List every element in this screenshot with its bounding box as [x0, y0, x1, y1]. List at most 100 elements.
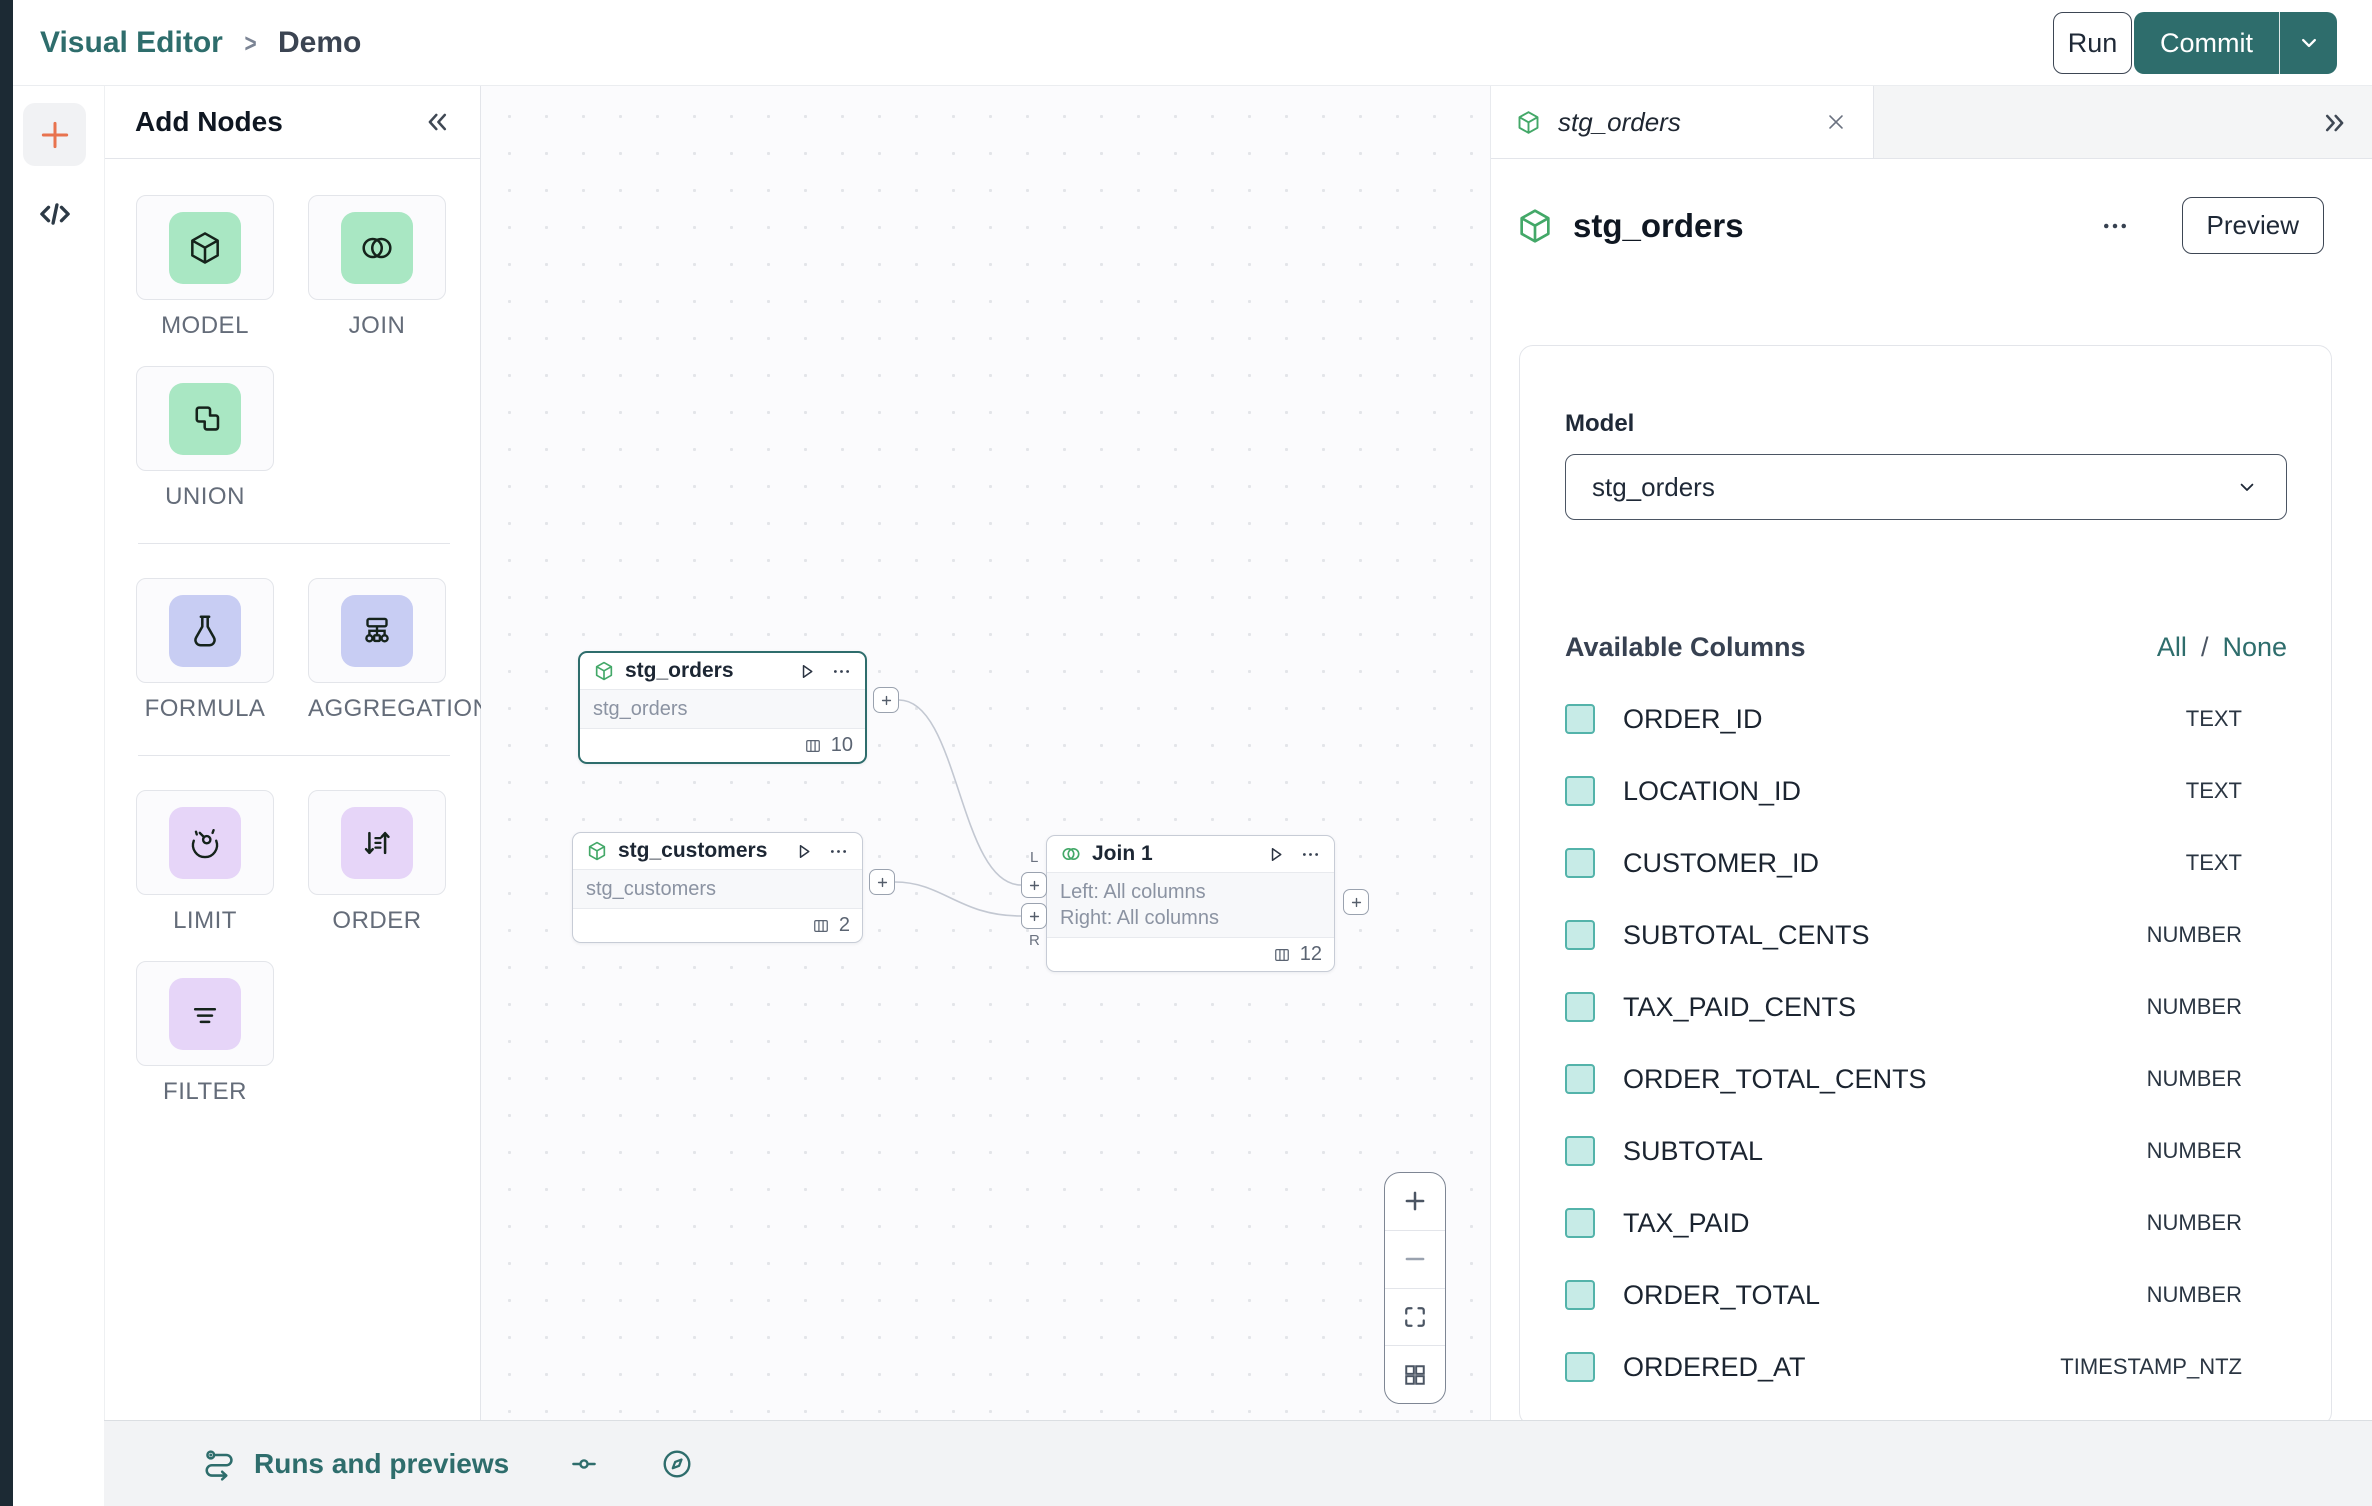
model-select-value: stg_orders — [1592, 471, 1715, 502]
column-checkbox[interactable] — [1565, 776, 1595, 806]
canvas-node-stg-orders[interactable]: stg_orders stg_orders 10 — [578, 651, 867, 764]
join-right-port-label: R — [1029, 932, 1040, 949]
ellipsis-icon — [1302, 852, 1319, 856]
join-right-input-port-button[interactable] — [1021, 903, 1047, 929]
layout-grid-button[interactable] — [1385, 1345, 1445, 1403]
code-view-button[interactable] — [23, 182, 86, 245]
union-shape-icon — [195, 405, 220, 431]
node-model-name: stg_orders — [580, 689, 865, 729]
node-type-label: ORDER — [332, 907, 422, 934]
node-type-order[interactable]: ORDER — [308, 790, 446, 935]
commit-button[interactable]: Commit — [2134, 12, 2280, 74]
tab-close-button[interactable] — [1823, 109, 1849, 135]
node-type-label: UNION — [165, 483, 245, 510]
column-type: NUMBER — [2146, 1282, 2242, 1307]
node-type-aggregation[interactable]: AGGREGATION — [308, 578, 490, 723]
collapse-panel-button[interactable] — [420, 105, 454, 139]
column-row: LOCATION_ID TEXT — [1565, 755, 2287, 827]
node-type-filter[interactable]: FILTER — [136, 961, 274, 1106]
stg-orders-output-port-button[interactable] — [873, 687, 899, 713]
column-row: SUBTOTAL NUMBER — [1565, 1115, 2287, 1187]
expand-panel-button[interactable] — [2318, 86, 2352, 159]
fit-view-icon — [1405, 1307, 1425, 1327]
run-button[interactable]: Run — [2053, 12, 2132, 74]
app-edge-strip — [0, 0, 13, 1506]
node-type-model[interactable]: MODEL — [136, 195, 274, 340]
node-menu-button[interactable] — [828, 841, 849, 862]
breadcrumb-visual-editor-link[interactable]: Visual Editor — [40, 26, 223, 59]
double-chevron-right-icon — [2325, 114, 2344, 131]
join-circles-icon — [1062, 847, 1080, 861]
compass-icon — [663, 1450, 691, 1477]
column-name: ORDER_ID — [1623, 703, 1763, 734]
columns-icon — [1274, 948, 1289, 961]
column-checkbox[interactable] — [1565, 992, 1595, 1022]
column-checkbox[interactable] — [1565, 1352, 1595, 1382]
flow-canvas[interactable]: stg_orders stg_orders 10 stg_customers s… — [481, 86, 1490, 1420]
node-type-limit[interactable]: LIMIT — [136, 790, 274, 935]
node-run-button[interactable] — [796, 661, 817, 682]
zoom-in-button[interactable] — [1385, 1173, 1445, 1230]
commit-node-button[interactable] — [567, 1447, 601, 1481]
plus-icon — [1351, 897, 1361, 907]
plus-icon — [881, 695, 891, 705]
column-type: NUMBER — [2146, 1138, 2242, 1163]
column-checkbox[interactable] — [1565, 1208, 1595, 1238]
column-checkbox[interactable] — [1565, 848, 1595, 878]
compass-button[interactable] — [659, 1446, 695, 1482]
stg-customers-output-port-button[interactable] — [869, 869, 895, 895]
panel-menu-button[interactable] — [2100, 211, 2130, 241]
commit-dropdown-button[interactable] — [2280, 12, 2337, 74]
panel-tab-strip: stg_orders — [1491, 86, 2372, 159]
node-run-button[interactable] — [1265, 844, 1286, 865]
column-row: ORDERED_AT TIMESTAMP_NTZ — [1565, 1331, 2287, 1403]
column-checkbox[interactable] — [1565, 1280, 1595, 1310]
column-list: ORDER_ID TEXT LOCATION_ID TEXT CUSTOMER_… — [1565, 683, 2287, 1403]
node-menu-button[interactable] — [831, 661, 852, 682]
cube-icon — [191, 231, 219, 264]
add-nodes-body: MODEL JOIN UNION FOR — [105, 159, 490, 1106]
join-output-port-button[interactable] — [1343, 889, 1369, 915]
add-nodes-panel-header: Add Nodes — [105, 86, 480, 159]
model-select-dropdown[interactable]: stg_orders — [1565, 454, 2287, 520]
column-checkbox[interactable] — [1565, 1064, 1595, 1094]
canvas-node-join-1[interactable]: Join 1 Left: All columns Right: All colu… — [1046, 835, 1335, 972]
join-left-input-port-button[interactable] — [1021, 872, 1047, 898]
model-config-card: Model stg_orders Available Columns All /… — [1519, 345, 2332, 1420]
node-type-formula[interactable]: FORMULA — [136, 578, 274, 723]
node-run-button[interactable] — [793, 841, 814, 862]
fit-view-button[interactable] — [1385, 1287, 1445, 1346]
node-title: stg_customers — [618, 839, 768, 862]
column-row: ORDER_TOTAL_CENTS NUMBER — [1565, 1043, 2287, 1115]
gauge-icon — [191, 828, 219, 858]
preview-button[interactable]: Preview — [2181, 197, 2324, 254]
column-checkbox[interactable] — [1565, 920, 1595, 950]
tab-label: stg_orders — [1558, 106, 1681, 137]
node-model-name: stg_customers — [573, 869, 862, 909]
node-menu-button[interactable] — [1300, 844, 1321, 865]
add-node-rail-button[interactable] — [23, 103, 86, 166]
column-checkbox[interactable] — [1565, 1136, 1595, 1166]
cube-icon — [588, 841, 606, 861]
node-type-join[interactable]: JOIN — [308, 195, 446, 340]
select-none-link[interactable]: None — [2222, 632, 2287, 662]
columns-icon — [814, 919, 828, 932]
plus-icon — [877, 877, 887, 887]
minus-icon — [1405, 1257, 1425, 1261]
column-checkbox[interactable] — [1565, 704, 1595, 734]
app-header: Visual Editor > Demo Run Commit — [13, 0, 2372, 86]
column-type: TEXT — [2185, 850, 2242, 875]
runs-and-previews-toggle[interactable]: Runs and previews — [200, 1445, 509, 1483]
group-divider — [138, 543, 450, 544]
select-all-link[interactable]: All — [2156, 632, 2187, 662]
column-name: ORDERED_AT — [1623, 1351, 1806, 1382]
play-icon — [799, 844, 810, 858]
breadcrumb: Visual Editor > Demo — [40, 0, 361, 86]
canvas-node-stg-customers[interactable]: stg_customers stg_customers 2 — [572, 832, 863, 943]
column-row: ORDER_ID TEXT — [1565, 683, 2287, 755]
plus-icon — [1405, 1192, 1425, 1211]
tab-stg-orders[interactable]: stg_orders — [1491, 86, 1874, 158]
column-type: NUMBER — [2146, 1066, 2242, 1091]
zoom-out-button[interactable] — [1385, 1229, 1445, 1288]
node-type-union[interactable]: UNION — [136, 366, 274, 511]
